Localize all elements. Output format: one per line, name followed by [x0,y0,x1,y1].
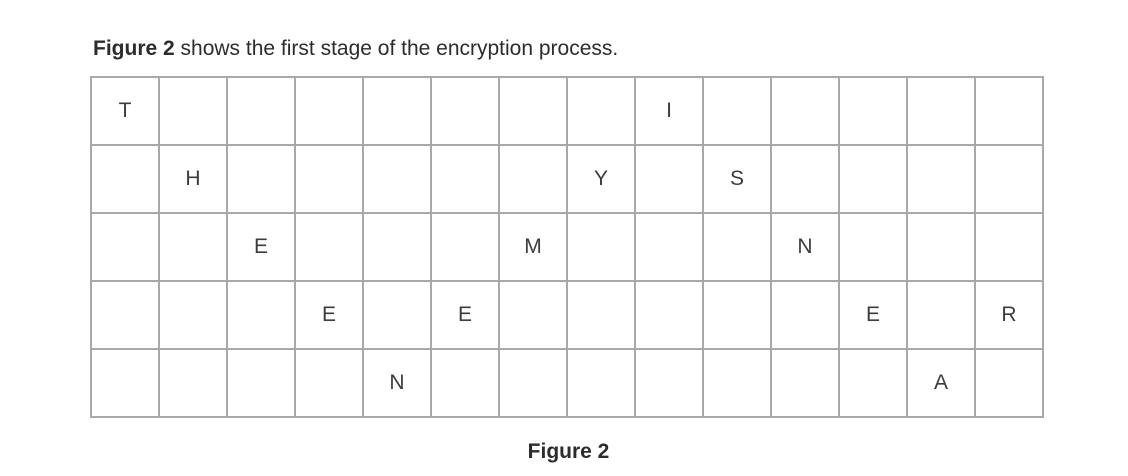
grid-cell-empty [362,76,432,146]
grid-cell-empty [634,348,704,418]
grid-cell-letter: Y [566,144,636,214]
grid-cell-empty [90,212,160,282]
grid-cell-empty [498,144,568,214]
grid-cell-empty [226,76,296,146]
grid-cell-empty [362,212,432,282]
grid-cell-empty [430,144,500,214]
grid-cell-empty [430,212,500,282]
grid-cell-empty [906,76,976,146]
grid-cell-empty [90,144,160,214]
grid-cell-letter: H [158,144,228,214]
figure-description: Figure 2 shows the first stage of the en… [93,35,618,62]
grid-cell-letter: E [294,280,364,350]
grid-cell-letter: A [906,348,976,418]
grid-cell-letter: E [838,280,908,350]
grid-cell-letter: N [362,348,432,418]
grid-cell-empty [702,76,772,146]
grid-cell-empty [566,212,636,282]
grid-cell-empty [294,144,364,214]
grid-cell-empty [498,76,568,146]
grid-cell-empty [770,280,840,350]
grid-cell-empty [158,280,228,350]
grid-cell-letter: T [90,76,160,146]
grid-cell-empty [158,212,228,282]
grid-cell-empty [974,348,1044,418]
grid-cell-empty [906,212,976,282]
grid-cell-empty [906,144,976,214]
grid-cell-empty [702,348,772,418]
grid-cell-empty [974,212,1044,282]
grid-cell-empty [294,348,364,418]
grid-cell-empty [362,144,432,214]
grid-cell-empty [90,280,160,350]
grid-cell-empty [430,76,500,146]
grid-cell-empty [294,76,364,146]
grid-cell-letter: M [498,212,568,282]
grid-cell-empty [226,144,296,214]
grid-cell-letter: S [702,144,772,214]
grid-cell-empty [702,280,772,350]
grid-cell-empty [770,76,840,146]
grid-cell-letter: N [770,212,840,282]
grid-cell-empty [770,348,840,418]
grid-cell-empty [226,348,296,418]
grid-cell-empty [838,144,908,214]
grid-cell-letter: E [430,280,500,350]
grid-cell-empty [634,144,704,214]
grid-cell-letter: I [634,76,704,146]
grid-cell-empty [294,212,364,282]
grid-cell-empty [838,348,908,418]
grid-cell-letter: E [226,212,296,282]
grid-cell-empty [634,212,704,282]
grid-cell-empty [158,348,228,418]
grid-cell-empty [566,348,636,418]
grid-cell-empty [158,76,228,146]
grid-cell-empty [634,280,704,350]
grid-cell-empty [906,280,976,350]
figure-description-label: Figure 2 [93,37,175,60]
grid-cell-empty [566,280,636,350]
grid-cell-empty [362,280,432,350]
grid-cell-empty [838,212,908,282]
grid-cell-empty [498,280,568,350]
grid-cell-empty [770,144,840,214]
grid-cell-letter: R [974,280,1044,350]
figure-description-text: shows the first stage of the encryption … [174,37,619,60]
grid-cell-empty [430,348,500,418]
grid-cell-empty [838,76,908,146]
grid-cell-empty [498,348,568,418]
grid-cell-empty [974,76,1044,146]
grid-cell-empty [974,144,1044,214]
figure-caption: Figure 2 [527,440,610,463]
grid-cell-empty [702,212,772,282]
grid-cell-empty [226,280,296,350]
grid-cell-empty [566,76,636,146]
grid-cell-empty [90,348,160,418]
